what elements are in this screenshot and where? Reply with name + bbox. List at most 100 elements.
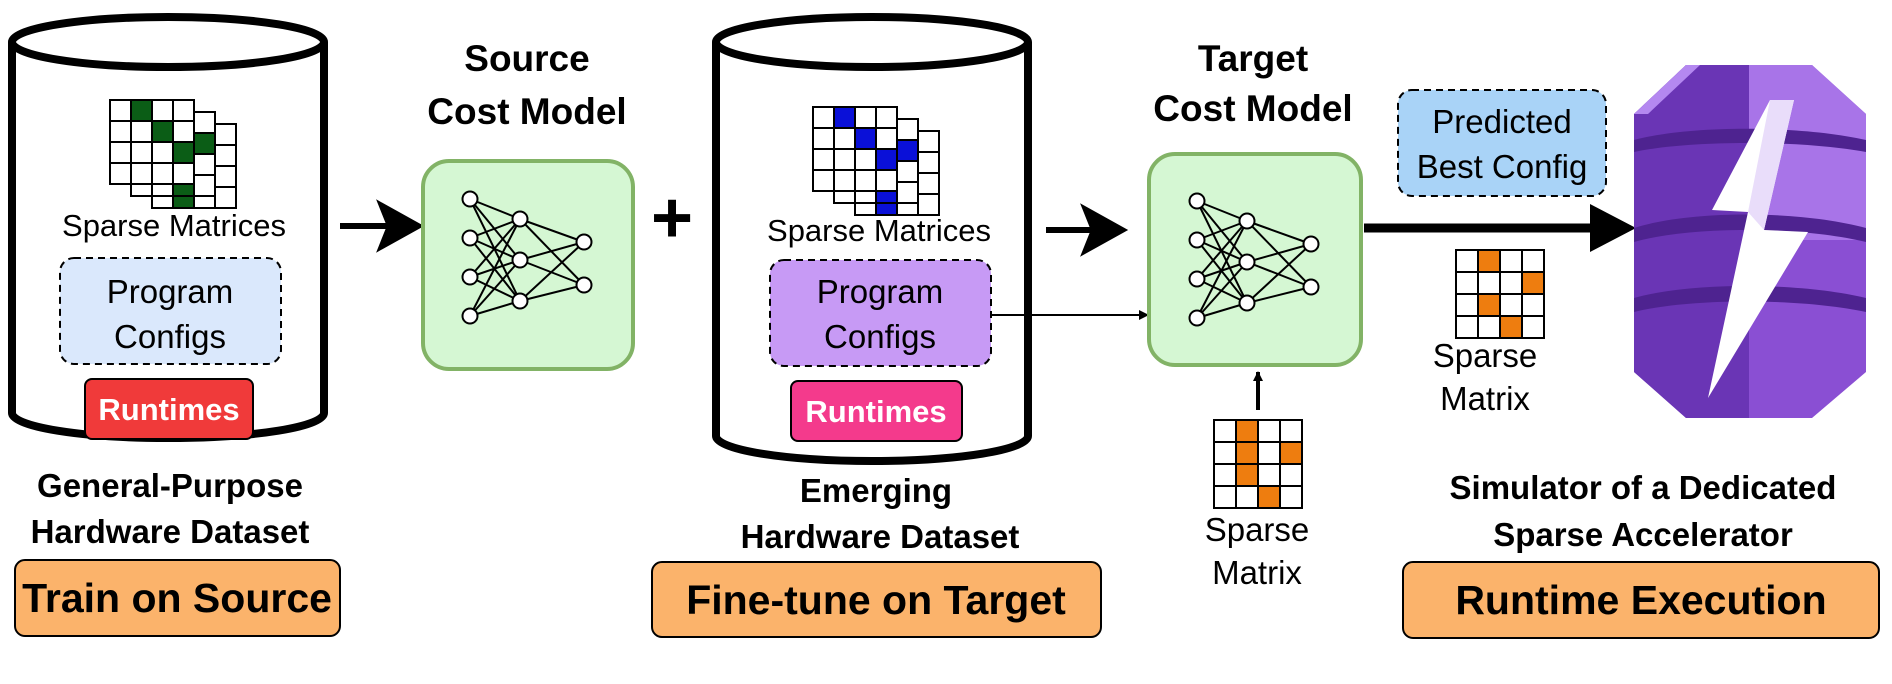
matrix-cell — [130, 120, 153, 143]
matrix-cell — [1499, 315, 1523, 339]
nn-edge — [1196, 302, 1248, 319]
plus-sign: + — [651, 178, 693, 258]
matrix-cell — [1213, 485, 1237, 509]
nn-edge — [1246, 286, 1312, 304]
nn-edge — [1196, 220, 1248, 241]
matrix-cell — [1477, 271, 1501, 295]
matrix-cell — [1499, 249, 1523, 273]
matrix-cell — [109, 141, 132, 164]
nn-edge — [519, 218, 585, 243]
matrix-cell — [1279, 463, 1303, 487]
nn-edge — [1246, 243, 1312, 263]
nn-edge — [1196, 220, 1248, 280]
matrix-cell — [1279, 485, 1303, 509]
nn-node — [511, 210, 529, 228]
accelerator-title-line2: Sparse Accelerator — [1493, 516, 1793, 553]
nn-edge — [1246, 220, 1312, 245]
matrix-cell — [833, 169, 856, 192]
predicted-config-label-line1: Predicted — [1432, 103, 1571, 140]
output-matrix-label-line1: Sparse — [1433, 337, 1538, 374]
nn-node — [1302, 278, 1320, 296]
matrix-cell — [1455, 249, 1479, 273]
source-model-title-line2: Cost Model — [427, 91, 626, 132]
model-to-accelerator-arrow-head — [1590, 204, 1636, 252]
nn-edge — [519, 241, 585, 261]
matrix-cell — [833, 106, 856, 129]
output-matrix-label-line2: Matrix — [1440, 380, 1530, 417]
matrix-cell — [1257, 441, 1281, 465]
matrix-cell — [1257, 463, 1281, 487]
input-sparse-matrix-icon — [1213, 419, 1303, 509]
output-sparse-matrix-icon — [1455, 249, 1545, 339]
matrix-cell — [1477, 315, 1501, 339]
matrix-cell — [1213, 463, 1237, 487]
source-neural-network-icon — [461, 190, 593, 325]
matrix-cell — [151, 141, 174, 164]
source-model-title-line1: Source — [464, 38, 589, 79]
target-dataset-title-line2: Hardware Dataset — [741, 518, 1020, 555]
train-stage-box — [14, 559, 341, 637]
nn-node — [1188, 192, 1206, 210]
matrix-cell — [1455, 315, 1479, 339]
matrix-cell — [1213, 441, 1237, 465]
predicted-config-label-line2: Best Config — [1417, 148, 1588, 185]
source-sparse-matrices-icon — [109, 99, 237, 209]
matrix-cell — [917, 151, 940, 174]
target-program-configs-box — [769, 259, 992, 367]
nn-node — [461, 307, 479, 325]
matrix-cell — [172, 120, 195, 143]
matrix-cell — [812, 106, 835, 129]
source-program-configs-box — [59, 257, 282, 365]
nn-node — [511, 292, 529, 310]
matrix-cell — [193, 174, 216, 197]
matrix-cell — [1521, 315, 1545, 339]
nn-node — [1188, 309, 1206, 327]
matrix-cell — [130, 162, 153, 185]
nn-node — [511, 251, 529, 269]
matrix-cell — [1257, 485, 1281, 509]
nn-edge — [469, 218, 521, 239]
matrix-cell — [130, 141, 153, 164]
nn-node — [461, 229, 479, 247]
target-sparse-matrices-icon — [812, 106, 940, 216]
arrow-to-source-model — [340, 199, 425, 253]
target-configs-label-line1: Program — [817, 273, 944, 310]
nn-node — [1188, 231, 1206, 249]
matrix-cell — [896, 181, 919, 204]
matrix-cell — [214, 186, 237, 209]
source-configs-label-line2: Configs — [114, 318, 226, 355]
nn-node — [461, 268, 479, 286]
source-matrices-label: Sparse Matrices — [62, 208, 286, 243]
matrix-cell — [1257, 419, 1281, 443]
nn-edge — [469, 198, 521, 220]
matrix-cell — [917, 193, 940, 216]
matrix-cell — [1213, 419, 1237, 443]
matrix-cell — [1499, 271, 1523, 295]
target-runtimes-label: Runtimes — [805, 394, 946, 429]
nn-node — [575, 233, 593, 251]
matrix-cell — [833, 148, 856, 171]
nn-node — [575, 276, 593, 294]
matrix-cell — [1455, 293, 1479, 317]
finetune-stage-box — [651, 561, 1102, 638]
target-model-title-line1: Target — [1198, 38, 1308, 79]
matrix-cell — [875, 148, 898, 171]
accelerator-title-line1: Simulator of a Dedicated — [1450, 469, 1837, 506]
matrix-cell — [1477, 249, 1501, 273]
nn-node — [1238, 212, 1256, 230]
matrix-cell — [812, 127, 835, 150]
train-stage-label: Train on Source — [22, 575, 332, 621]
source-dataset-title-line1: General-Purpose — [37, 467, 303, 504]
matrix-cell — [130, 99, 153, 122]
matrix-cell — [812, 169, 835, 192]
matrix-cell — [109, 99, 132, 122]
matrix-cell — [1235, 441, 1259, 465]
matrix-cell — [875, 169, 898, 192]
matrix-cell — [214, 165, 237, 188]
matrix-cell — [214, 144, 237, 167]
matrix-cell — [896, 139, 919, 162]
nn-edge — [469, 300, 521, 317]
matrix-cell — [109, 120, 132, 143]
runtime-stage-label: Runtime Execution — [1455, 577, 1826, 623]
matrix-cell — [1235, 463, 1259, 487]
